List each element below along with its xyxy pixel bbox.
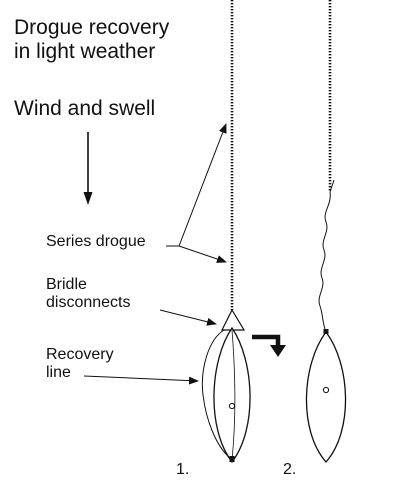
wind-direction-arrow [83, 132, 93, 205]
step-1-label: 1. [176, 461, 190, 478]
step-2-label: 2. [283, 461, 297, 478]
recovery-label-line-1: Recovery [46, 346, 114, 363]
bridle-pointer-arrow [159, 309, 217, 326]
recovery-line-label: Recovery line [46, 346, 114, 383]
recovery-line-slack [318, 179, 335, 333]
bridle-label-line-1: Bridle [46, 276, 87, 293]
wind-swell-label: Wind and swell [14, 97, 156, 120]
boat-1 [201, 308, 251, 464]
transition-arrow [252, 334, 286, 357]
title-line-1: Drogue recovery [14, 16, 170, 39]
diagram-title: Drogue recovery in light weather [14, 16, 169, 64]
bridle-disconnects-label: Bridle disconnects [46, 276, 131, 313]
recovery-label-line-2: line [46, 364, 71, 382]
series-drogue-label: Series drogue [46, 233, 146, 250]
series-drogue-pointers [166, 123, 227, 263]
bridle-label-line-2: disconnects [46, 294, 131, 312]
title-line-2: in light weather [14, 40, 156, 64]
recovery-line-pointer-arrow [83, 375, 199, 385]
boat-2 [305, 329, 347, 463]
